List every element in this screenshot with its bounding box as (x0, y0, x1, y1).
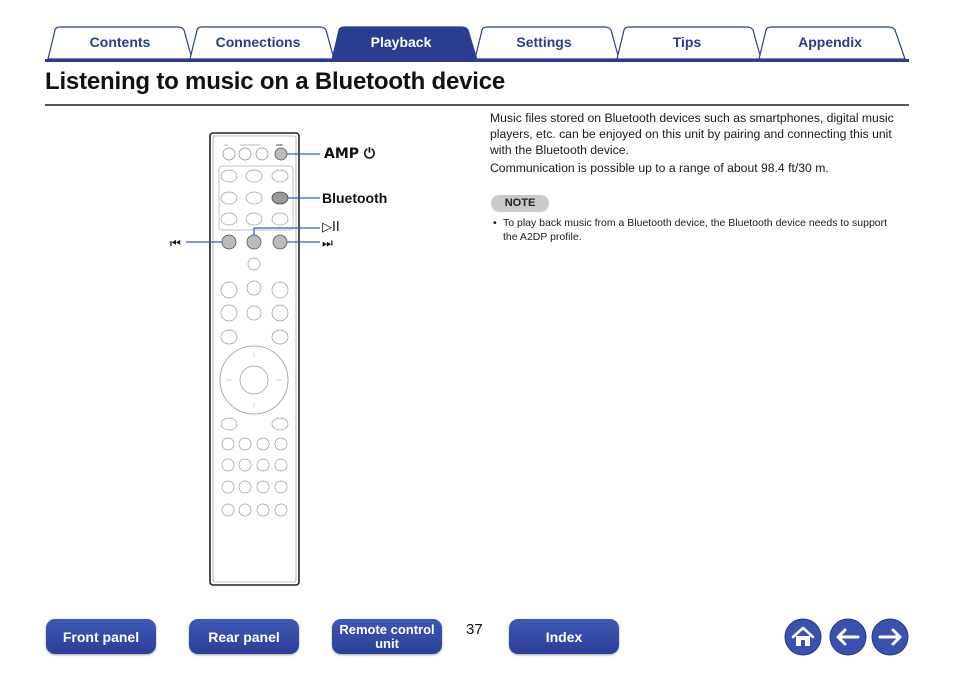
tab-contents[interactable]: Contents (89, 34, 151, 50)
remote-display-button (238, 147, 252, 161)
remote-control-illustration: CD FRONT/MUSIC AMP (186, 132, 320, 586)
bullet-icon: • (493, 217, 497, 229)
tab-connections[interactable]: Connections (215, 34, 301, 50)
callout-prev: ⏮ (170, 236, 181, 250)
callout-next: ⏭ (322, 236, 333, 250)
note-item-text: To play back music from a Bluetooth devi… (503, 217, 888, 243)
front-panel-button[interactable]: Front panel (46, 619, 156, 654)
remote-inner-border (212, 135, 297, 583)
svg-text:AMP: AMP (276, 143, 283, 147)
remote-next-button (272, 234, 288, 250)
note-list: • To play back music from a Bluetooth de… (493, 216, 893, 244)
arrow-right-icon[interactable] (871, 618, 909, 656)
remote-cd-power-button (222, 147, 236, 161)
callout-bluetooth: Bluetooth (322, 190, 388, 206)
index-button[interactable]: Index (509, 619, 619, 654)
rear-panel-button[interactable]: Rear panel (189, 619, 299, 654)
remote-play-pause-button (246, 234, 262, 250)
arrow-left-icon[interactable] (829, 618, 867, 656)
description-paragraph-1: Music files stored on Bluetooth devices … (490, 111, 894, 157)
remote-amp-power-button (274, 147, 288, 161)
note-item: • To play back music from a Bluetooth de… (493, 216, 893, 244)
svg-text:FRONT/MUSIC: FRONT/MUSIC (240, 143, 262, 147)
remote-control-unit-button[interactable]: Remote control unit (332, 619, 442, 654)
remote-number-pad (221, 437, 288, 517)
tab-connections-shape (189, 26, 335, 60)
home-icon[interactable] (784, 618, 822, 656)
tab-settings[interactable]: Settings (516, 34, 572, 50)
tab-settings-shape (474, 26, 620, 60)
remote-enter-button (239, 365, 269, 395)
note-badge: NOTE (491, 195, 549, 212)
description: Music files stored on Bluetooth devices … (490, 110, 908, 178)
page-title: Listening to music on a Bluetooth device (45, 68, 506, 95)
tab-contents-shape (47, 26, 193, 60)
remote-bluetooth-button (271, 191, 289, 205)
title-divider (45, 104, 909, 106)
remote-amp-mode-button (255, 147, 269, 161)
callout-amp: AMP ⏻ (324, 146, 375, 162)
remote-prev-button (221, 234, 237, 250)
tab-tips-shape (616, 26, 762, 60)
tab-appendix[interactable]: Appendix (798, 34, 862, 50)
page-number: 37 (466, 621, 483, 638)
tab-tips[interactable]: Tips (672, 34, 702, 50)
svg-text:CD: CD (224, 143, 229, 147)
remote-stop-button (247, 257, 261, 271)
callout-play-pause: ▷II (322, 220, 340, 235)
tab-bar (45, 26, 909, 62)
tab-appendix-shape (758, 26, 906, 60)
tab-playback[interactable]: Playback (370, 34, 432, 50)
tab-playback-shape (331, 26, 478, 61)
description-paragraph-2: Communication is possible up to a range … (490, 161, 829, 175)
